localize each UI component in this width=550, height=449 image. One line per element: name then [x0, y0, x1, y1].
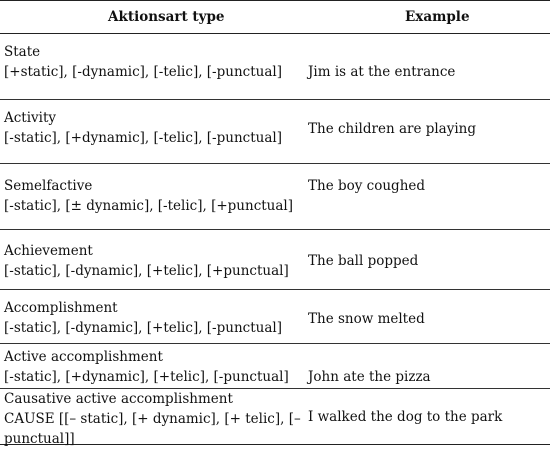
example-cell: The ball popped	[308, 251, 548, 271]
type-cell: Causative active accomplishment CAUSE [[…	[4, 389, 301, 449]
example-text: The ball popped	[308, 253, 419, 269]
type-cell: Accomplishment [-static], [-dynamic], [+…	[4, 298, 294, 338]
table-row-activity: Activity [-static], [+dynamic], [-telic]…	[0, 100, 550, 164]
type-cell: Achievement [-static], [-dynamic], [+tel…	[4, 241, 294, 281]
type-features: [-static], [-dynamic], [+telic], [-punct…	[4, 320, 282, 336]
example-text: I walked the dog to the park	[308, 409, 503, 425]
table-row-state: State [+static], [-dynamic], [-telic], […	[0, 34, 550, 100]
type-name: Activity	[4, 110, 57, 126]
type-name: Accomplishment	[4, 300, 118, 316]
type-name: Causative active accomplishment	[4, 391, 233, 407]
example-cell: The children are playing	[308, 119, 548, 139]
type-name: State	[4, 44, 41, 60]
example-cell: The boy coughed	[308, 176, 548, 196]
header-example: Example	[405, 9, 470, 25]
example-text: The boy coughed	[308, 178, 426, 194]
header-aktionsart-type: Aktionsart type	[108, 9, 225, 25]
table-row-active-accomplishment: Active accomplishment [-static], [+dynam…	[0, 344, 550, 389]
table-row-semelfactive: Semelfactive [-static], [± dynamic], [-t…	[0, 164, 550, 230]
type-cell: Semelfactive [-static], [± dynamic], [-t…	[4, 176, 294, 216]
type-name: Semelfactive	[4, 178, 93, 194]
type-features-continued: punctual]]	[4, 431, 75, 447]
example-text: John ate the pizza	[308, 369, 431, 385]
example-cell: John ate the pizza	[308, 367, 548, 387]
example-text: Jim is at the entrance	[308, 64, 456, 80]
table-row-accomplishment: Accomplishment [-static], [-dynamic], [+…	[0, 290, 550, 344]
example-cell: The snow melted	[308, 309, 548, 329]
example-text: The children are playing	[308, 121, 477, 137]
type-features: [-static], [-dynamic], [+telic], [+punct…	[4, 263, 289, 279]
type-features: [+static], [-dynamic], [-telic], [-punct…	[4, 64, 282, 80]
type-cell: Activity [-static], [+dynamic], [-telic]…	[4, 108, 294, 148]
type-features: [-static], [+dynamic], [+telic], [-punct…	[4, 369, 289, 385]
example-text: The snow melted	[308, 311, 425, 327]
type-name: Active accomplishment	[4, 349, 163, 365]
type-name: Achievement	[4, 243, 93, 259]
type-features: CAUSE [[– static], [+ dynamic], [+ telic…	[4, 411, 301, 427]
example-cell: I walked the dog to the park	[308, 407, 548, 427]
example-cell: Jim is at the entrance	[308, 62, 548, 82]
table-row-causative-active-accomplishment: Causative active accomplishment CAUSE [[…	[0, 389, 550, 447]
table-header: Aktionsart type Example	[0, 0, 550, 34]
type-cell: Active accomplishment [-static], [+dynam…	[4, 347, 294, 387]
table-row-achievement: Achievement [-static], [-dynamic], [+tel…	[0, 230, 550, 290]
type-cell: State [+static], [-dynamic], [-telic], […	[4, 42, 294, 82]
type-features: [-static], [+dynamic], [-telic], [-punct…	[4, 130, 282, 146]
type-features: [-static], [± dynamic], [-telic], [+punc…	[4, 198, 294, 214]
